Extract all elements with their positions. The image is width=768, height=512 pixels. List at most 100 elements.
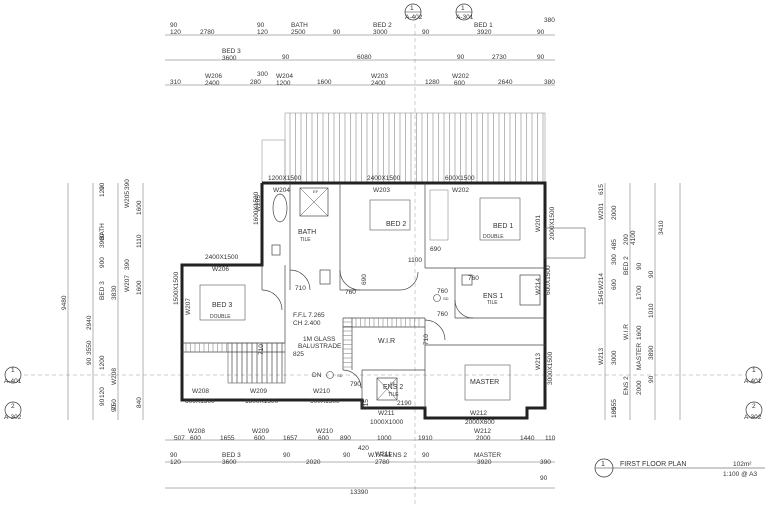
plan-scale: 1:100 @ A3 <box>723 471 757 478</box>
svg-text:2000X1500: 2000X1500 <box>549 206 556 240</box>
svg-text:W205: W205 <box>255 195 262 212</box>
svg-text:600X1500: 600X1500 <box>545 265 552 295</box>
svg-text:90: 90 <box>170 452 178 459</box>
svg-text:3600: 3600 <box>222 459 237 466</box>
dim-text: 90 <box>111 404 118 412</box>
svg-text:915: 915 <box>363 399 370 410</box>
room-label-master: MASTER <box>470 379 499 386</box>
right-dimensions <box>604 183 681 420</box>
balcony-projection <box>544 227 586 259</box>
dim-text: 1545 <box>598 290 605 305</box>
svg-text:507: 507 <box>174 435 185 442</box>
dim-text: 1200 <box>99 355 106 370</box>
room-labels: BED 3 DOUBLE BATH TILE BED 2 BED 1 DOUBL… <box>210 221 513 398</box>
svg-text:790: 790 <box>350 381 361 388</box>
dim-text: 280 <box>250 79 261 86</box>
svg-text:600X1500: 600X1500 <box>445 175 475 182</box>
dim-text: 600 <box>611 279 618 290</box>
dim-text: W206 <box>205 73 222 80</box>
svg-text:1800X1500: 1800X1500 <box>245 398 279 405</box>
dim-text: 6080 <box>357 54 372 61</box>
dim-text: 3410 <box>658 220 665 235</box>
svg-text:W202: W202 <box>452 187 469 194</box>
svg-text:A-301: A-301 <box>456 14 474 21</box>
dim-text: BED 3 <box>222 48 241 55</box>
dim-text: 90 <box>170 22 178 29</box>
dim-text: 180 <box>611 407 618 418</box>
svg-text:1: 1 <box>752 367 756 374</box>
dim-text: 90 <box>457 54 465 61</box>
svg-text:600: 600 <box>190 435 201 442</box>
bed-2-bed <box>369 199 411 231</box>
overall-width: 13390 <box>350 489 368 496</box>
dim-text: 90 <box>333 29 341 36</box>
room-label-bed-1: BED 1 <box>493 223 513 230</box>
dim-text: W205 <box>124 191 131 208</box>
svg-text:710: 710 <box>423 334 430 345</box>
svg-text:W209: W209 <box>252 428 269 435</box>
svg-text:W212: W212 <box>470 410 487 417</box>
dim-text: 3600 <box>222 55 237 62</box>
dim-text: W204 <box>276 73 293 80</box>
section-callout-right-2[interactable]: 2 A-302 <box>744 401 763 421</box>
svg-text:2020: 2020 <box>306 459 321 466</box>
svg-text:110: 110 <box>545 435 556 442</box>
section-callout-right-1[interactable]: 1 A-401 <box>744 366 763 385</box>
svg-text:W204: W204 <box>273 187 290 194</box>
svg-text:W207: W207 <box>185 298 192 315</box>
svg-text:690: 690 <box>430 246 441 253</box>
dim-text: 300 <box>611 254 618 265</box>
svg-text:710: 710 <box>258 344 265 355</box>
section-callout-left-1[interactable]: 1 A-401 <box>4 366 22 385</box>
svg-text:EF: EF <box>390 381 396 386</box>
bed-1-robe <box>429 189 449 241</box>
svg-text:90: 90 <box>343 452 351 459</box>
section-callout-top-left[interactable]: 1 A-402 <box>404 3 423 21</box>
dim-text: 90 <box>648 270 655 278</box>
svg-text:W206: W206 <box>212 266 229 273</box>
door-swings <box>261 269 474 389</box>
svg-text:2190: 2190 <box>397 400 412 407</box>
dim-text: 90 <box>99 398 106 406</box>
smoke-detector-label: SD <box>337 373 343 378</box>
svg-text:W211: W211 <box>378 410 395 417</box>
dim-text: 380 <box>544 79 555 86</box>
svg-text:W208: W208 <box>192 388 209 395</box>
dim-text: W213 <box>598 348 605 365</box>
dim-text: 1600 <box>136 280 143 295</box>
svg-text:1200X1500: 1200X1500 <box>268 175 302 182</box>
svg-text:600: 600 <box>318 435 329 442</box>
svg-text:W212: W212 <box>474 428 491 435</box>
dim-text: 90 <box>282 54 290 61</box>
svg-text:710: 710 <box>295 285 306 292</box>
dim-text: 2730 <box>492 54 507 61</box>
dim-text: 1700 <box>636 285 643 300</box>
vanity <box>319 269 331 285</box>
dim-text: 3900 <box>99 233 106 248</box>
dim-text: 2400 <box>371 80 386 87</box>
dim-text: W203 <box>371 73 388 80</box>
ceiling-height-note: CH 2.400 <box>293 320 321 327</box>
svg-text:A-401: A-401 <box>4 378 22 385</box>
dim-text: 555 <box>611 399 618 410</box>
dim-text: BED 2 <box>373 22 392 29</box>
dim-text: 2000 <box>611 205 618 220</box>
dim-text: 3890 <box>648 345 655 360</box>
svg-text:A-302: A-302 <box>744 414 762 421</box>
interior-dimensions: 690 1100 760 710 760 690 760 760 710 825… <box>258 246 479 410</box>
plan-title: FIRST FLOOR PLAN <box>620 461 686 468</box>
svg-text:760: 760 <box>468 275 479 282</box>
dim-text: 90 <box>537 54 545 61</box>
svg-text:1440: 1440 <box>520 435 535 442</box>
room-sublabel-ens-2: TILE <box>388 392 399 398</box>
section-callout-left-2[interactable]: 2 A-302 <box>4 401 22 421</box>
dim-text: 2500 <box>291 29 306 36</box>
room-label-ens-2: ENS 2 <box>383 384 403 391</box>
balustrade-note-1: 1M GLASS <box>303 336 336 343</box>
title-block-number: 1 <box>601 461 605 468</box>
svg-text:1: 1 <box>410 5 414 12</box>
dim-text: BED 3 <box>99 281 106 300</box>
room-label-wir: W.I.R <box>378 338 395 345</box>
section-callout-top-right[interactable]: 1 A-301 <box>455 3 474 21</box>
roof-hatch <box>261 112 546 184</box>
